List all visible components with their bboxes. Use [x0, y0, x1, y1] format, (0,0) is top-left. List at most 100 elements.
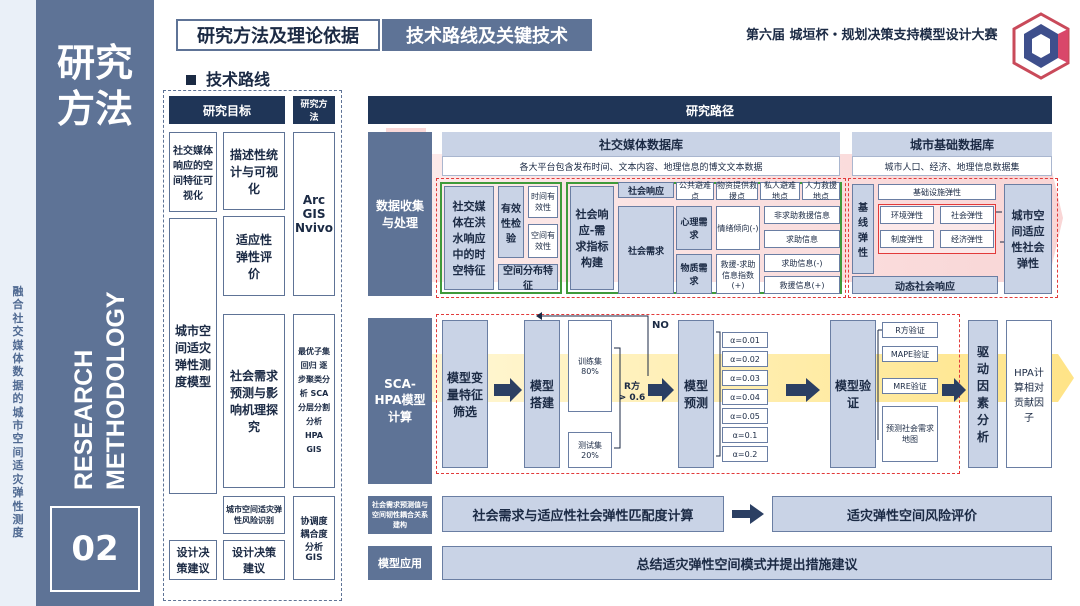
system-resilience: 制度弹性	[880, 230, 934, 248]
predicted-demand-map: 预测社会需求地图	[882, 406, 938, 462]
driver-analysis: 驱动因素分析	[968, 320, 998, 468]
english-chapter-label: RESEARCH METHODOLOGY	[70, 291, 130, 490]
no-label: NO	[652, 320, 669, 331]
side-strip	[0, 0, 36, 606]
chapter-title-line1: 研究	[56, 41, 133, 85]
goal-resilience-model: 城市空间适灾弹性测度模型	[169, 218, 217, 494]
material-demand: 物质需求	[676, 254, 712, 294]
emotion-tendency: 情绪倾向(-)	[716, 206, 760, 250]
goal-demand-predict: 社会需求预测与影响机理探究	[223, 314, 285, 488]
goal-design-advice-1: 设计决策建议	[169, 540, 217, 580]
social-demand: 社会需求	[618, 206, 674, 294]
spatial-distribution: 空间分布特征	[498, 264, 558, 292]
city-adaptive-resilience: 城市空间适应性社会弹性	[1004, 184, 1052, 294]
match-calculation: 社会需求与适应性社会弹性匹配度计算	[442, 496, 724, 532]
env-resilience: 环境弹性	[880, 206, 934, 224]
social-media-db-desc: 各大平台包含发布时间、文本内容、地理信息的博文文本数据	[442, 156, 840, 176]
base-resilience: 基线弹性	[852, 184, 874, 274]
logo-icon	[1012, 12, 1070, 80]
r-label: R方	[624, 382, 640, 392]
variable-selection: 模型变量特征筛选	[442, 320, 488, 468]
city-module-frame	[848, 178, 1058, 298]
model-validate: 模型验证	[830, 320, 876, 468]
model-build: 模型搭建	[524, 320, 560, 468]
help-info-neg: 求助信息(-)	[764, 254, 840, 272]
validity-check: 有效性检验	[498, 186, 524, 258]
goal-adaptive-eval: 适应性弹性评价	[223, 216, 285, 296]
english-line-research: RESEARCH	[70, 350, 98, 490]
test-set: 测试集 20%	[568, 432, 612, 468]
goal-spatial-visual: 社交媒体响应的空间特征可视化	[169, 132, 217, 212]
alpha-item: α=0.2	[722, 446, 768, 462]
help-info: 求助信息	[764, 230, 840, 248]
test-label: 测试集	[578, 441, 602, 450]
stage-application: 模型应用	[368, 546, 432, 580]
goal-risk-identify: 城市空间适灾弹性风险识别	[223, 496, 285, 534]
social-media-db: 社交媒体数据库	[442, 132, 840, 156]
chapter-panel	[36, 0, 154, 606]
alpha-item: α=0.04	[722, 389, 768, 405]
time-validity: 时间有效性	[528, 186, 558, 218]
stage-data-collection: 数据收集与处理	[368, 132, 432, 296]
alpha-item: α=0.03	[722, 370, 768, 386]
economy-resilience: 经济弹性	[940, 230, 994, 248]
tab-tech-route[interactable]: 技术路线及关键技术	[382, 19, 592, 51]
section-title: 技术路线	[186, 66, 270, 90]
tab-research-theory[interactable]: 研究方法及理论依据	[176, 19, 380, 51]
path-header: 研究路径	[368, 96, 1052, 124]
english-line-methodology: METHODOLOGY	[102, 291, 130, 490]
flood-spatiotemporal: 社交媒体在洪水响应中的时空特征	[444, 186, 494, 290]
train-set: 训练集 80%	[568, 320, 612, 412]
arrow-right-icon	[732, 504, 764, 524]
social-response: 社会响应	[618, 182, 674, 198]
method-arcgis-nvivo: Arc GIS Nvivo	[293, 132, 335, 296]
train-label: 训练集	[578, 357, 602, 366]
goal-header: 研究目标	[169, 96, 285, 124]
space-validity: 空间有效性	[528, 224, 558, 258]
goal-design-advice-2: 设计决策建议	[223, 540, 285, 580]
risk-evaluation: 适灾弹性空间风险评价	[772, 496, 1052, 532]
r-cond: > 0.6	[618, 393, 646, 403]
society-resilience: 社会弹性	[940, 206, 994, 224]
dynamic-response: 动态社会响应	[852, 276, 998, 294]
city-base-db-desc: 城市人口、经济、地理信息数据集	[852, 156, 1052, 176]
response-index-build: 社会响应-需求指标构建	[570, 186, 614, 290]
resilience-arrows	[996, 211, 1004, 243]
method-coupling-gis: 协调度耦合度分析 GIS	[293, 496, 335, 580]
alpha-item: α=0.1	[722, 427, 768, 443]
feature-green-frame	[440, 182, 562, 294]
model-predict: 模型预测	[678, 320, 714, 468]
resp-item-2: 物资提供救援点	[716, 181, 758, 201]
resp-item-3: 私人避难地点	[760, 181, 800, 201]
hpa-contribution: HPA计算相对贡献因子	[1006, 320, 1052, 468]
model-flow-arrows	[494, 312, 966, 457]
mre-validation: MRE验证	[882, 378, 938, 394]
non-help-info: 非求助救援信息	[764, 206, 840, 224]
resp-item-1: 公共避难点	[676, 181, 714, 201]
city-base-db: 城市基础数据库	[852, 132, 1052, 156]
social-module-frame	[436, 178, 846, 298]
section-title-text: 技术路线	[206, 70, 271, 89]
page-number: 02	[50, 506, 140, 592]
summary-advice: 总结适灾弹性空间模式并提出措施建议	[442, 546, 1052, 580]
alpha-item: α=0.01	[722, 332, 768, 348]
psych-demand: 心理需求	[676, 206, 712, 250]
method-regression-sca-hpa: 最优子集回归 逐步聚类分析 SCA 分层分割分析 HPA GIS	[293, 314, 335, 488]
test-pct: 20%	[581, 451, 599, 460]
chapter-title-line2: 方法	[56, 87, 133, 131]
competition-title: 第六届 城垣杯・规划决策支持模型设计大赛	[746, 28, 998, 43]
r-square-condition: R方 > 0.6	[618, 378, 646, 408]
rescue-help-index: 救援-求助信息指数(+)	[716, 254, 760, 294]
infra-resilience: 基础设施弹性	[878, 184, 996, 200]
goal-descriptive-stats: 描述性统计与可视化	[223, 132, 285, 210]
bullet-square-icon	[186, 75, 196, 85]
mape-validation: MAPE验证	[882, 346, 938, 362]
vertical-project-title: 融合社交媒体数据的城市空间适灾弹性测度	[12, 285, 24, 540]
method-header: 研究方法	[293, 96, 335, 124]
stage-sca-hpa: SCA-HPA模型计算	[368, 318, 432, 484]
alpha-item: α=0.02	[722, 351, 768, 367]
chapter-title: 研究 方法	[36, 40, 154, 132]
stage-coupling: 社会需求预测值与空间韧性耦合关系建构	[368, 496, 432, 534]
train-pct: 80%	[581, 367, 599, 376]
rescue-info-pos: 救援信息(+)	[764, 276, 840, 294]
